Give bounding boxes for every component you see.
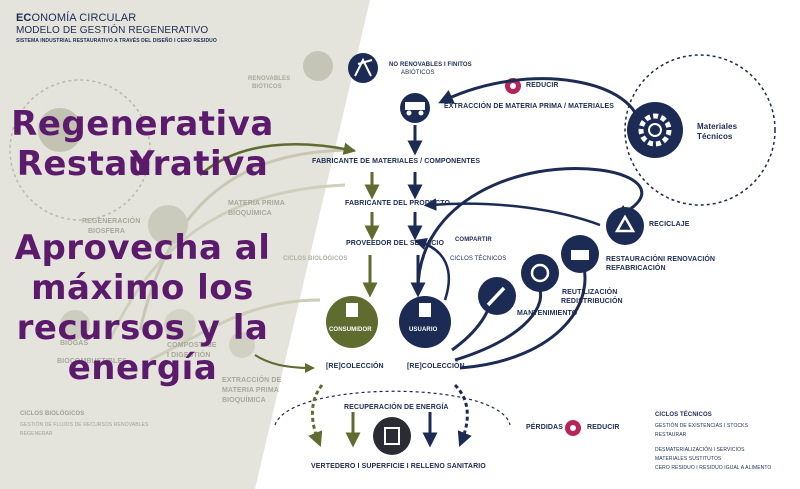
technical-materials-dashed-circle bbox=[624, 54, 776, 206]
bio-arc-return bbox=[254, 354, 315, 373]
bio-arc-1 bbox=[138, 148, 356, 331]
compost-label: COMPOSTAJE bbox=[167, 342, 217, 349]
tech-legend-1: GESTIÓN DE EXISTENCIAS I STOCKS bbox=[655, 423, 749, 429]
bio-legend-1: GESTIÓN DE FLUJOS DE RECURSOS RENOVABLES bbox=[20, 422, 149, 428]
loop-tech-return bbox=[423, 198, 601, 227]
brand-prefix: EC bbox=[16, 12, 32, 24]
overlay-line-6: energía bbox=[67, 348, 218, 388]
overlay-line-5: recursos y la bbox=[16, 308, 269, 348]
recollection-1-label: [RE]COLECCIÓN bbox=[326, 363, 384, 370]
user-label: USUARIO bbox=[409, 327, 438, 333]
bio-cycles-label: CICLOS BIOLÓGICOS bbox=[283, 256, 348, 262]
tech-legend-2: RESTAURAR bbox=[655, 432, 687, 438]
tech-legend-title: CICLOS TÉCNICOS bbox=[655, 412, 712, 418]
redistribution-label: REDISTRIBUCIÓN bbox=[561, 298, 623, 305]
bio-arc-2 bbox=[108, 183, 346, 341]
biosphere-icon bbox=[148, 205, 188, 245]
extraction-bio-icon bbox=[229, 332, 255, 358]
renewables-sub-label: BIÓTICOS bbox=[252, 84, 282, 90]
compost-icon bbox=[164, 309, 196, 341]
biogas-label: BIOGAS bbox=[60, 340, 89, 347]
landfill-label: VERTEDERO I SUPERFICIE I RELLENO SANITAR… bbox=[311, 463, 486, 470]
restoration-label: RESTAURACIÓNI RENOVACIÓN bbox=[606, 256, 716, 263]
biological-cycle-dashed-circle bbox=[9, 79, 151, 221]
overlay-line-3: Aprovecha al bbox=[14, 228, 271, 268]
biogas-icon bbox=[60, 310, 90, 340]
overlay-line-2: Restaurativa bbox=[16, 144, 269, 184]
energy-recovery-label: RECUPERACIÓN DE ENERGÍA bbox=[344, 404, 449, 411]
extraction-bio-label-3: BIOQUÍMICA bbox=[222, 397, 266, 404]
share-label: COMPARTIR bbox=[455, 237, 492, 243]
brand-rest: ONOMÍA CIRCULAR bbox=[31, 12, 137, 24]
technical-materials-label-1: Materiales bbox=[697, 122, 738, 131]
extraction-bio-label-2: MATERIA PRIMA bbox=[222, 387, 279, 394]
bio-legend-2: REGENERAR bbox=[20, 431, 53, 437]
user-circle bbox=[399, 296, 451, 348]
overlay-line-1: Regenerativa Y bbox=[11, 104, 274, 184]
bottom-dashed-arc bbox=[274, 390, 511, 426]
overlay-line-4: máximo los bbox=[31, 268, 254, 308]
extraction-bio-label: EXTRACCIÓN DE bbox=[222, 377, 282, 384]
consumer-circle bbox=[326, 296, 378, 348]
tech-cycles-label: CICLOS TÉCNICOS bbox=[450, 256, 507, 262]
service-provider-label: PROVEEDOR DEL SERVICIO bbox=[346, 240, 445, 247]
tagline: SISTEMA INDUSTRIAL RESTAURATIVO A TRAVÉS… bbox=[16, 38, 217, 44]
loop-recycle bbox=[416, 167, 644, 291]
extraction-label: EXTRACCIÓN DE MATERIA PRIMA / MATERIALES bbox=[444, 103, 615, 110]
regeneration-label: REGENERACIÓN bbox=[82, 218, 141, 225]
manufacturer-product-label: FABRICANTE DEL PRODUCTO bbox=[345, 200, 451, 207]
tech-legend-4: MATERIALES SUSTITUTOS bbox=[655, 456, 722, 462]
raw-bio-label: MATERIA PRIMA bbox=[228, 200, 285, 207]
bio-arc-green bbox=[199, 142, 357, 176]
raw-bio-sub-label: BIOQUÍMICA bbox=[228, 210, 272, 217]
oil-pump-icon bbox=[348, 53, 378, 83]
biofuels-label: BIOCOMBUSTIBLES bbox=[57, 358, 127, 365]
tech-legend-5: CERO RESIDUO I RESIDUO IGUAL A ALIMENTO bbox=[655, 465, 772, 471]
brand-title: ECONOMÍA CIRCULAR bbox=[16, 12, 136, 24]
subtitle: MODELO DE GESTIÓN REGENERATIVO bbox=[16, 25, 209, 36]
bio-arc-3 bbox=[149, 298, 321, 362]
reduce-2-label: REDUCIR bbox=[587, 424, 620, 431]
reuse-label: REUTILIZACIÓN bbox=[562, 289, 618, 296]
digest-label: I DIGESTIÓN bbox=[167, 352, 211, 359]
loop-reuse bbox=[454, 289, 543, 362]
manufacturer-materials-label: FABRICANTE DE MATERIALES / COMPONENTES bbox=[312, 158, 481, 165]
losses-label: PÉRDIDAS bbox=[526, 424, 563, 431]
recollection-2-label: [RE]COLECCIÓN bbox=[407, 363, 465, 370]
renewables-label: RENOVABLES bbox=[248, 76, 291, 82]
recycle-icon bbox=[606, 207, 644, 245]
tech-legend-3: DESMATERIALIZACIÓN I SERVICIOS bbox=[655, 447, 745, 453]
recycle-label: RECICLAJE bbox=[649, 221, 690, 228]
consumer-label: CONSUMIDOR bbox=[329, 327, 372, 333]
reduce-label: REDUCIR bbox=[526, 82, 559, 89]
abiotic-label: ABIÓTICOS bbox=[401, 70, 435, 76]
energy-recovery-icon bbox=[373, 417, 411, 455]
remanufacture-label: REFABRICACIÓN bbox=[606, 265, 666, 272]
technical-materials-label-2: Técnicos bbox=[697, 132, 733, 141]
loop-share bbox=[414, 237, 451, 301]
regeneration-icon bbox=[38, 108, 82, 152]
maintenance-label: MANTENIMIENTO bbox=[517, 310, 578, 317]
reuse-icon bbox=[521, 254, 559, 292]
bio-legend-title: CICLOS BIOLÓGICOS bbox=[20, 411, 85, 417]
non-renewable-label: NO RENOVABLES I FINITOS bbox=[389, 62, 472, 68]
biosphere-label: BIOSFERA bbox=[88, 228, 125, 235]
renewables-icon bbox=[303, 51, 333, 81]
